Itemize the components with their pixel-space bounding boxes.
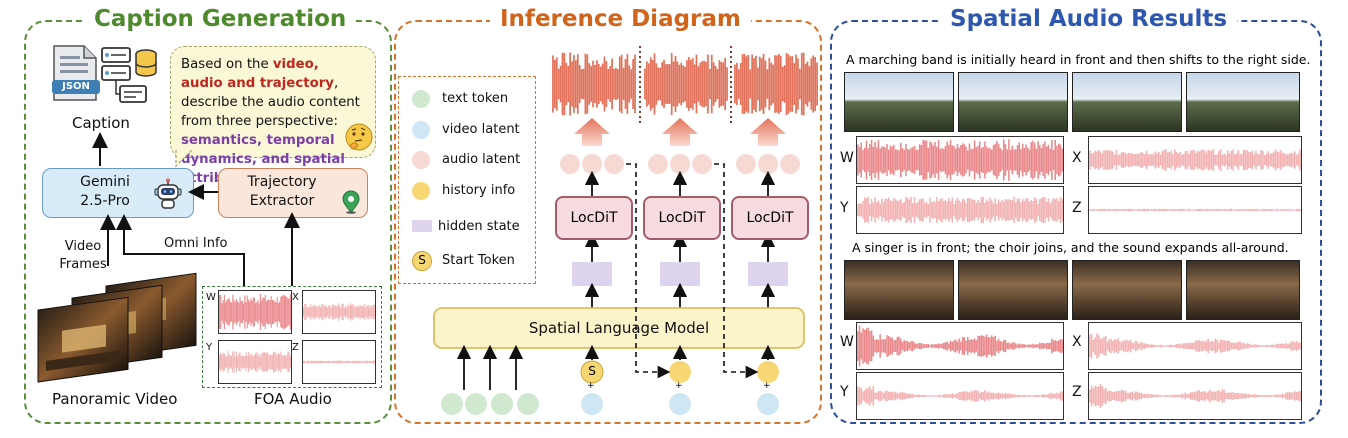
legend-text-token-label: text token: [442, 91, 509, 106]
location-pin-icon: [342, 190, 360, 218]
example1-w-waveform: [856, 136, 1064, 184]
legend-video-latent-swatch: [412, 121, 430, 139]
inference-diagram-title: Inference Diagram: [490, 6, 751, 32]
legend-hidden-state-swatch: [412, 220, 432, 232]
example2-frame-2: [958, 260, 1068, 320]
example2-w-waveform: [856, 322, 1064, 370]
example1-x-label: X: [1072, 150, 1082, 166]
slm-box-shape: [433, 307, 805, 349]
example2-y-label: Y: [840, 384, 849, 400]
example1-z-waveform: [1088, 186, 1302, 234]
caption-panel-arrows: [92, 132, 300, 286]
caption-generation-title: Caption Generation: [84, 6, 357, 32]
foa-w-label: W: [206, 292, 216, 303]
plus-symbol-3: +: [763, 381, 771, 391]
prompt-highlight-inputs: video, audio and trajectory: [181, 57, 334, 91]
output-waveform-2: [644, 48, 728, 120]
trajectory-extractor-box: [218, 168, 368, 218]
upsample-arrow-2: [662, 118, 698, 146]
example1-frame-1: [844, 72, 954, 132]
bubble-tail: [172, 149, 194, 172]
example2-frame-1: [844, 260, 954, 320]
prompt-bubble: Based on the video, audio and trajectory…: [170, 46, 376, 186]
thinking-face-icon: [344, 122, 374, 156]
prompt-text-1: Based on the: [181, 57, 273, 72]
foa-audio-group: [202, 286, 382, 388]
legend-hidden-state-label: hidden state: [438, 219, 520, 234]
example2-y-waveform: [856, 372, 1064, 420]
example1-frame-2: [958, 72, 1068, 132]
panoramic-video-label: Panoramic Video: [52, 390, 178, 408]
start-token-symbol: S: [588, 364, 596, 378]
example2-frame-3: [1072, 260, 1182, 320]
example1-w-label: W: [840, 150, 854, 166]
prompt-text-2: , describe the audio content from three …: [181, 76, 360, 129]
example1-y-waveform: [856, 186, 1064, 234]
legend-audio-latent-label: audio latent: [442, 152, 521, 167]
upsample-arrow-1: [574, 118, 610, 146]
gemini-label: Gemini 2.5-Pro: [80, 174, 130, 209]
video-frames-label: Video Frames: [59, 239, 107, 272]
foa-x-waveform: [302, 290, 376, 334]
legend-start-token-label: Start Token: [442, 253, 515, 268]
foa-x-label: X: [292, 292, 299, 303]
legend-text-token-swatch: [412, 90, 430, 108]
locdit-block-2: LocDiT: [643, 196, 721, 240]
example2-caption: A singer is in front; the choir joins, a…: [852, 240, 1289, 255]
foa-audio-label: FOA Audio: [254, 390, 332, 408]
locdit-block-1: LocDiT: [555, 196, 633, 240]
upsample-arrow-3: [750, 118, 786, 146]
caption-label: Caption: [72, 114, 130, 132]
legend-start-token-symbol: S: [418, 253, 426, 267]
legend-video-latent-label: video latent: [442, 122, 520, 137]
inference-graph: [433, 118, 805, 415]
example2-z-waveform: [1088, 372, 1302, 420]
output-waveform-1: [552, 48, 636, 120]
foa-z-label: Z: [292, 342, 299, 353]
legend-start-token-swatch: [412, 251, 432, 271]
spatial-language-model-label: Spatial Language Model: [528, 319, 710, 337]
legend-box: [398, 76, 536, 284]
example1-frame-3: [1072, 72, 1182, 132]
example1-z-label: Z: [1072, 200, 1082, 216]
json-document-icon: JSON: [52, 44, 100, 102]
legend-history-info-swatch: [412, 182, 430, 200]
example1-y-label: Y: [840, 200, 849, 216]
spatial-audio-results-title: Spatial Audio Results: [940, 6, 1238, 32]
foa-y-label: Y: [206, 342, 213, 353]
foa-y-waveform: [218, 340, 292, 384]
robot-icon: [154, 178, 182, 214]
trajectory-extractor-label: Trajectory Extractor: [247, 174, 317, 209]
example1-frame-4: [1186, 72, 1300, 132]
json-label: JSON: [62, 81, 90, 92]
locdit-block-3: LocDiT: [731, 196, 809, 240]
example2-w-label: W: [840, 334, 854, 350]
example1-x-waveform: [1088, 136, 1302, 184]
server-database-icon: [96, 44, 160, 108]
legend-audio-latent-swatch: [412, 151, 430, 169]
output-waveform-3: [734, 48, 818, 120]
plus-symbol-2: +: [675, 381, 683, 391]
legend-history-info-label: history info: [442, 183, 516, 198]
example2-x-label: X: [1072, 334, 1082, 350]
foa-w-waveform: [218, 290, 292, 334]
waveform-separators: [639, 46, 732, 124]
example1-caption: A marching band is initially heard in fr…: [846, 52, 1311, 67]
plus-symbol-1: +: [587, 381, 595, 391]
example2-x-waveform: [1088, 322, 1302, 370]
example2-frame-4: [1186, 260, 1300, 320]
example2-z-label: Z: [1072, 384, 1082, 400]
panoramic-video-frames: [36, 272, 206, 384]
omni-info-label: Omni Info: [164, 236, 228, 251]
foa-z-waveform: [302, 340, 376, 384]
